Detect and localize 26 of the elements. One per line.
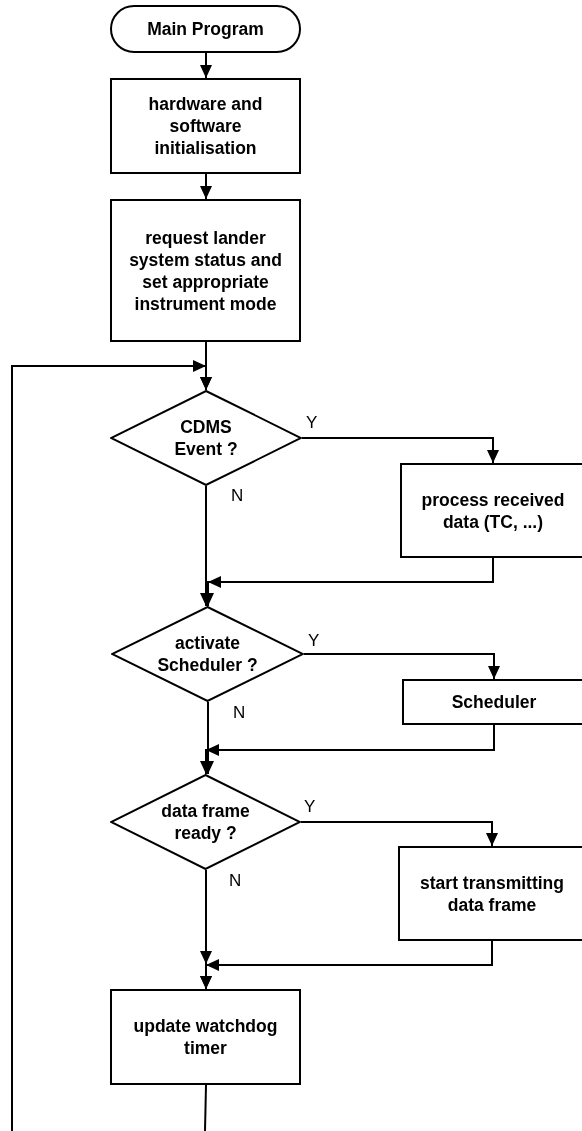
node-label: CDMS Event ? xyxy=(173,416,239,460)
process-box xyxy=(110,78,301,174)
process-box xyxy=(110,989,301,1085)
process-box xyxy=(402,679,582,725)
process-box xyxy=(110,199,301,342)
decision-diamond xyxy=(110,774,301,870)
node-label: request lander system status and set appropriate instrument mode xyxy=(128,226,283,315)
decision-diamond xyxy=(111,606,304,702)
node-label: data frame ready ? xyxy=(160,800,251,844)
node-label: hardware and software initialisation xyxy=(147,93,264,159)
node-label: process received data (TC, ...) xyxy=(420,488,566,533)
node-label: Scheduler xyxy=(451,691,537,713)
process-box xyxy=(400,463,582,558)
process-box xyxy=(398,846,582,941)
decision-diamond xyxy=(110,390,302,486)
node-label: update watchdog timer xyxy=(133,1015,278,1059)
start-terminal xyxy=(110,5,301,53)
edge-label: Y xyxy=(308,631,320,651)
node-label: activate Scheduler ? xyxy=(156,632,259,676)
node-label: Main Program xyxy=(147,18,264,40)
edge-label: N xyxy=(233,703,246,723)
edge-label: N xyxy=(229,871,242,891)
edge-label: Y xyxy=(306,413,318,433)
node-label: start transmitting data frame xyxy=(419,871,565,916)
edge-label: N xyxy=(231,486,244,506)
edge-label: Y xyxy=(304,797,316,817)
